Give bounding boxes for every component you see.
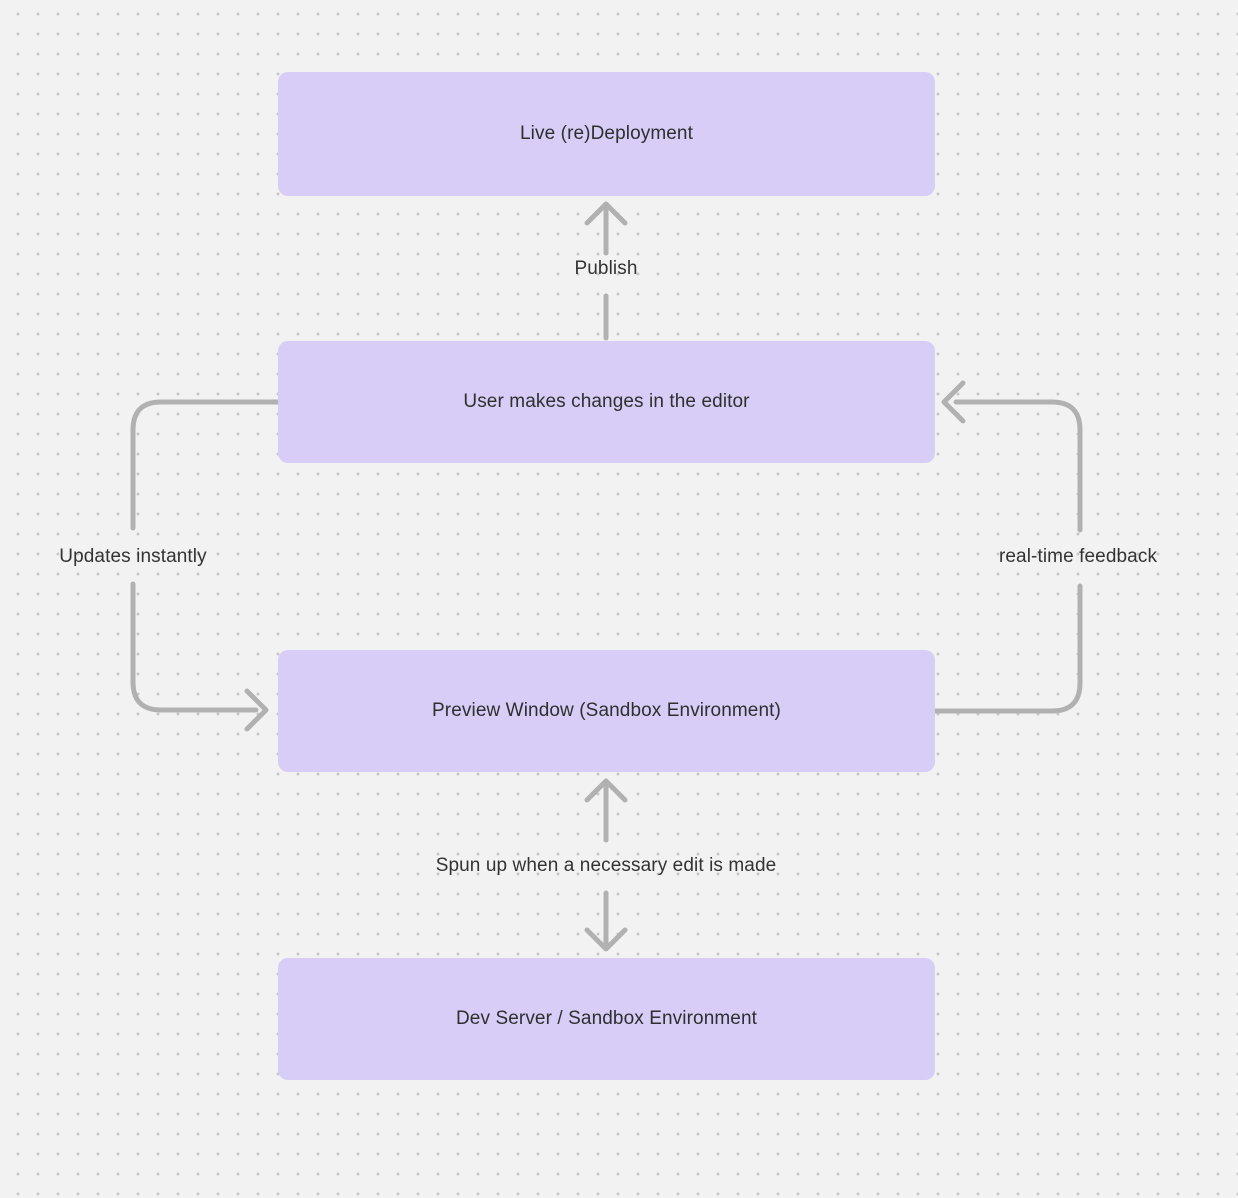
sandbox-spinup-arrows[interactable]: [584, 778, 628, 952]
node-editor-changes[interactable]: User makes changes in the editor: [278, 341, 935, 463]
publish-arrow[interactable]: [584, 201, 628, 341]
spinup-down-arrowhead-icon: [584, 927, 628, 952]
updates-instantly-arrow[interactable]: [130, 399, 281, 732]
node-label: Dev Server / Sandbox Environment: [455, 1008, 757, 1029]
publish-arrowhead-icon: [584, 201, 628, 226]
node-live-redeployment[interactable]: Live (re)Deployment: [278, 72, 935, 196]
edge-label-updates-instantly[interactable]: Updates instantly: [59, 546, 207, 567]
edge-label-sandbox-spinup[interactable]: Spun up when a necessary edit is made: [435, 855, 777, 876]
updates-arrow-segment-lower: [130, 581, 259, 713]
realtime-arrow-segment-lower: [932, 583, 1083, 714]
node-dev-server[interactable]: Dev Server / Sandbox Environment: [278, 958, 935, 1080]
updates-arrowhead-icon: [244, 688, 269, 732]
realtime-feedback-arrow[interactable]: [932, 380, 1083, 714]
realtime-arrow-segment-upper: [953, 399, 1083, 533]
node-label: Preview Window (Sandbox Environment): [432, 700, 781, 721]
node-label: User makes changes in the editor: [463, 391, 750, 412]
spinup-up-arrowhead-icon: [584, 778, 628, 803]
edge-label-publish[interactable]: Publish: [574, 258, 638, 279]
edge-label-realtime-feedback[interactable]: real-time feedback: [998, 546, 1158, 567]
updates-arrow-segment-upper: [130, 399, 281, 531]
node-label: Live (re)Deployment: [520, 123, 693, 144]
node-preview-window[interactable]: Preview Window (Sandbox Environment): [278, 650, 935, 772]
realtime-arrowhead-icon: [941, 380, 966, 424]
